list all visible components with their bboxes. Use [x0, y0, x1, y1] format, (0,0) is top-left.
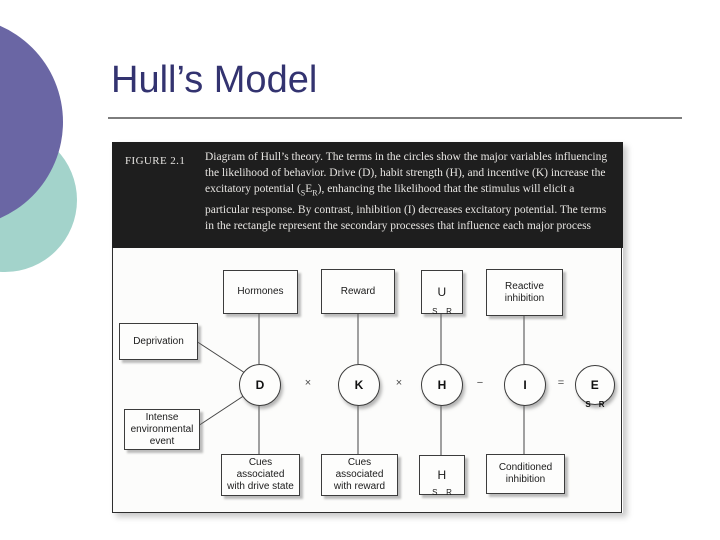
operator-equals: = [557, 377, 565, 389]
box-label: inhibition [505, 474, 546, 485]
caption-text-2: ), enhancing the likelihood that the sti… [205, 183, 607, 233]
caption-subscript-post: R [312, 188, 318, 198]
circle-incentive-k: K [338, 364, 380, 406]
formula-main-letter: E [590, 378, 599, 392]
operator-multiply: × [395, 377, 403, 389]
operator-minus: − [476, 377, 484, 389]
figure-caption-text: Diagram of Hull’s theory. The terms in t… [205, 149, 617, 234]
circle-drive-d: D [239, 364, 281, 406]
figure-label: FIGURE 2.1 [125, 155, 186, 167]
circle-label: D [255, 378, 265, 392]
connector-line-deprivation-to-d [195, 340, 246, 374]
operator-multiply: × [304, 377, 312, 389]
caption-text-1: Diagram of Hull’s theory. The terms in t… [205, 151, 608, 196]
box-label: Intense [145, 411, 179, 423]
box-label: Cues [347, 457, 372, 468]
box-label: Conditioned [498, 462, 553, 473]
title-separator-line [108, 117, 682, 119]
box-label: Deprivation [133, 335, 184, 347]
box-label: with drive state [227, 481, 294, 492]
caption-subscript-pre: S [300, 188, 306, 198]
box-cues-drive-state: Cues associated with drive state [221, 454, 300, 496]
box-label: associated [236, 469, 285, 480]
box-conditioned-inhibition: Conditioned inhibition [486, 454, 565, 494]
box-label: Reactive [505, 280, 544, 292]
box-label: with reward [333, 481, 386, 492]
box-reward: Reward [321, 269, 395, 314]
box-label: Reward [340, 285, 376, 297]
connector-line-intense-to-d [197, 394, 246, 427]
box-label: associated [335, 469, 384, 480]
circle-habit-h: H [421, 364, 463, 406]
box-label: inhibition [504, 292, 545, 304]
box-label: Hormones [237, 286, 284, 297]
formula-main-letter: H [437, 468, 447, 482]
circle-label: H [437, 378, 447, 392]
figure-caption-box: FIGURE 2.1 Diagram of Hull’s theory. The… [112, 142, 623, 248]
box-label: environmental [130, 423, 194, 435]
formula-pre-subscript: S [432, 307, 438, 316]
formula-main-letter: U [437, 285, 447, 299]
box-reactive-inhibition: Reactive inhibition [486, 269, 563, 316]
formula-post-subscript: R [446, 488, 452, 497]
box-label: event [149, 435, 175, 447]
box-hormones: Hormones [223, 270, 298, 314]
circle-inhibition-i: I [504, 364, 546, 406]
figure-2-1: FIGURE 2.1 Diagram of Hull’s theory. The… [112, 142, 623, 513]
slide-title: Hull’s Model [111, 59, 318, 101]
box-label: Cues [248, 457, 273, 468]
circle-label: I [523, 378, 527, 392]
formula-post-subscript: R [598, 400, 605, 409]
box-intense-environmental-event: Intense environmental event [124, 409, 200, 450]
formula-pre-subscript: S [585, 400, 591, 409]
connector-lines [195, 312, 525, 455]
formula-post-subscript: R [446, 307, 452, 316]
formula-pre-subscript: S [432, 488, 438, 497]
box-cues-reward: Cues associated with reward [321, 454, 398, 496]
caption-e-symbol: E [305, 183, 313, 196]
circle-label: K [354, 378, 364, 392]
box-deprivation: Deprivation [119, 323, 198, 360]
